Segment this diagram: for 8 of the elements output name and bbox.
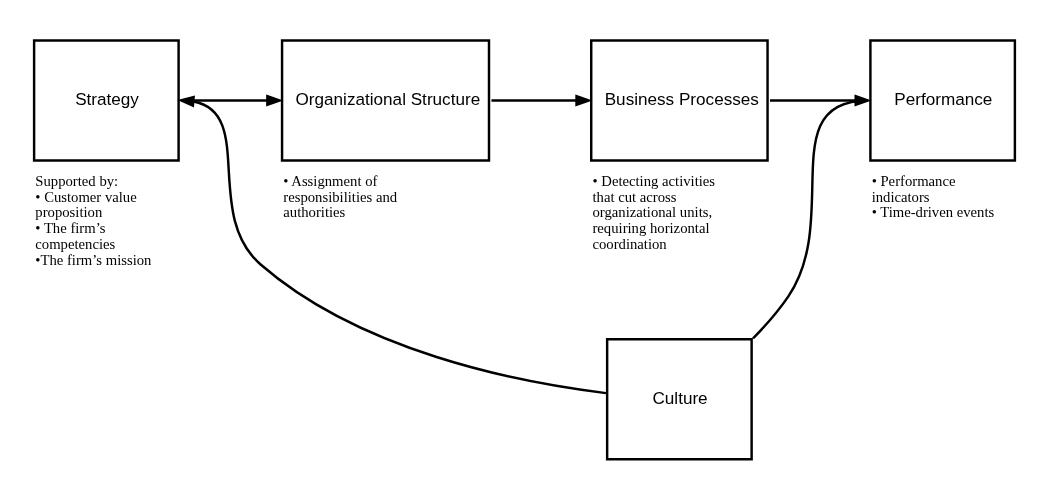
node-label: • Time-driven events <box>871 204 995 221</box>
node-label: • Detecting activities that cut across organizational units, requiring horizontal coordination <box>592 172 716 253</box>
node-label: • The firm’s competencies <box>35 220 116 253</box>
node-label: •The firm’s mission <box>35 252 152 269</box>
node-label: Supported by: <box>35 172 119 189</box>
node-label: • Customer value proposition <box>35 188 137 221</box>
node-label: • Performance indicators <box>871 172 956 205</box>
node-label: • Assignment of responsibilities and authorities <box>283 172 398 221</box>
